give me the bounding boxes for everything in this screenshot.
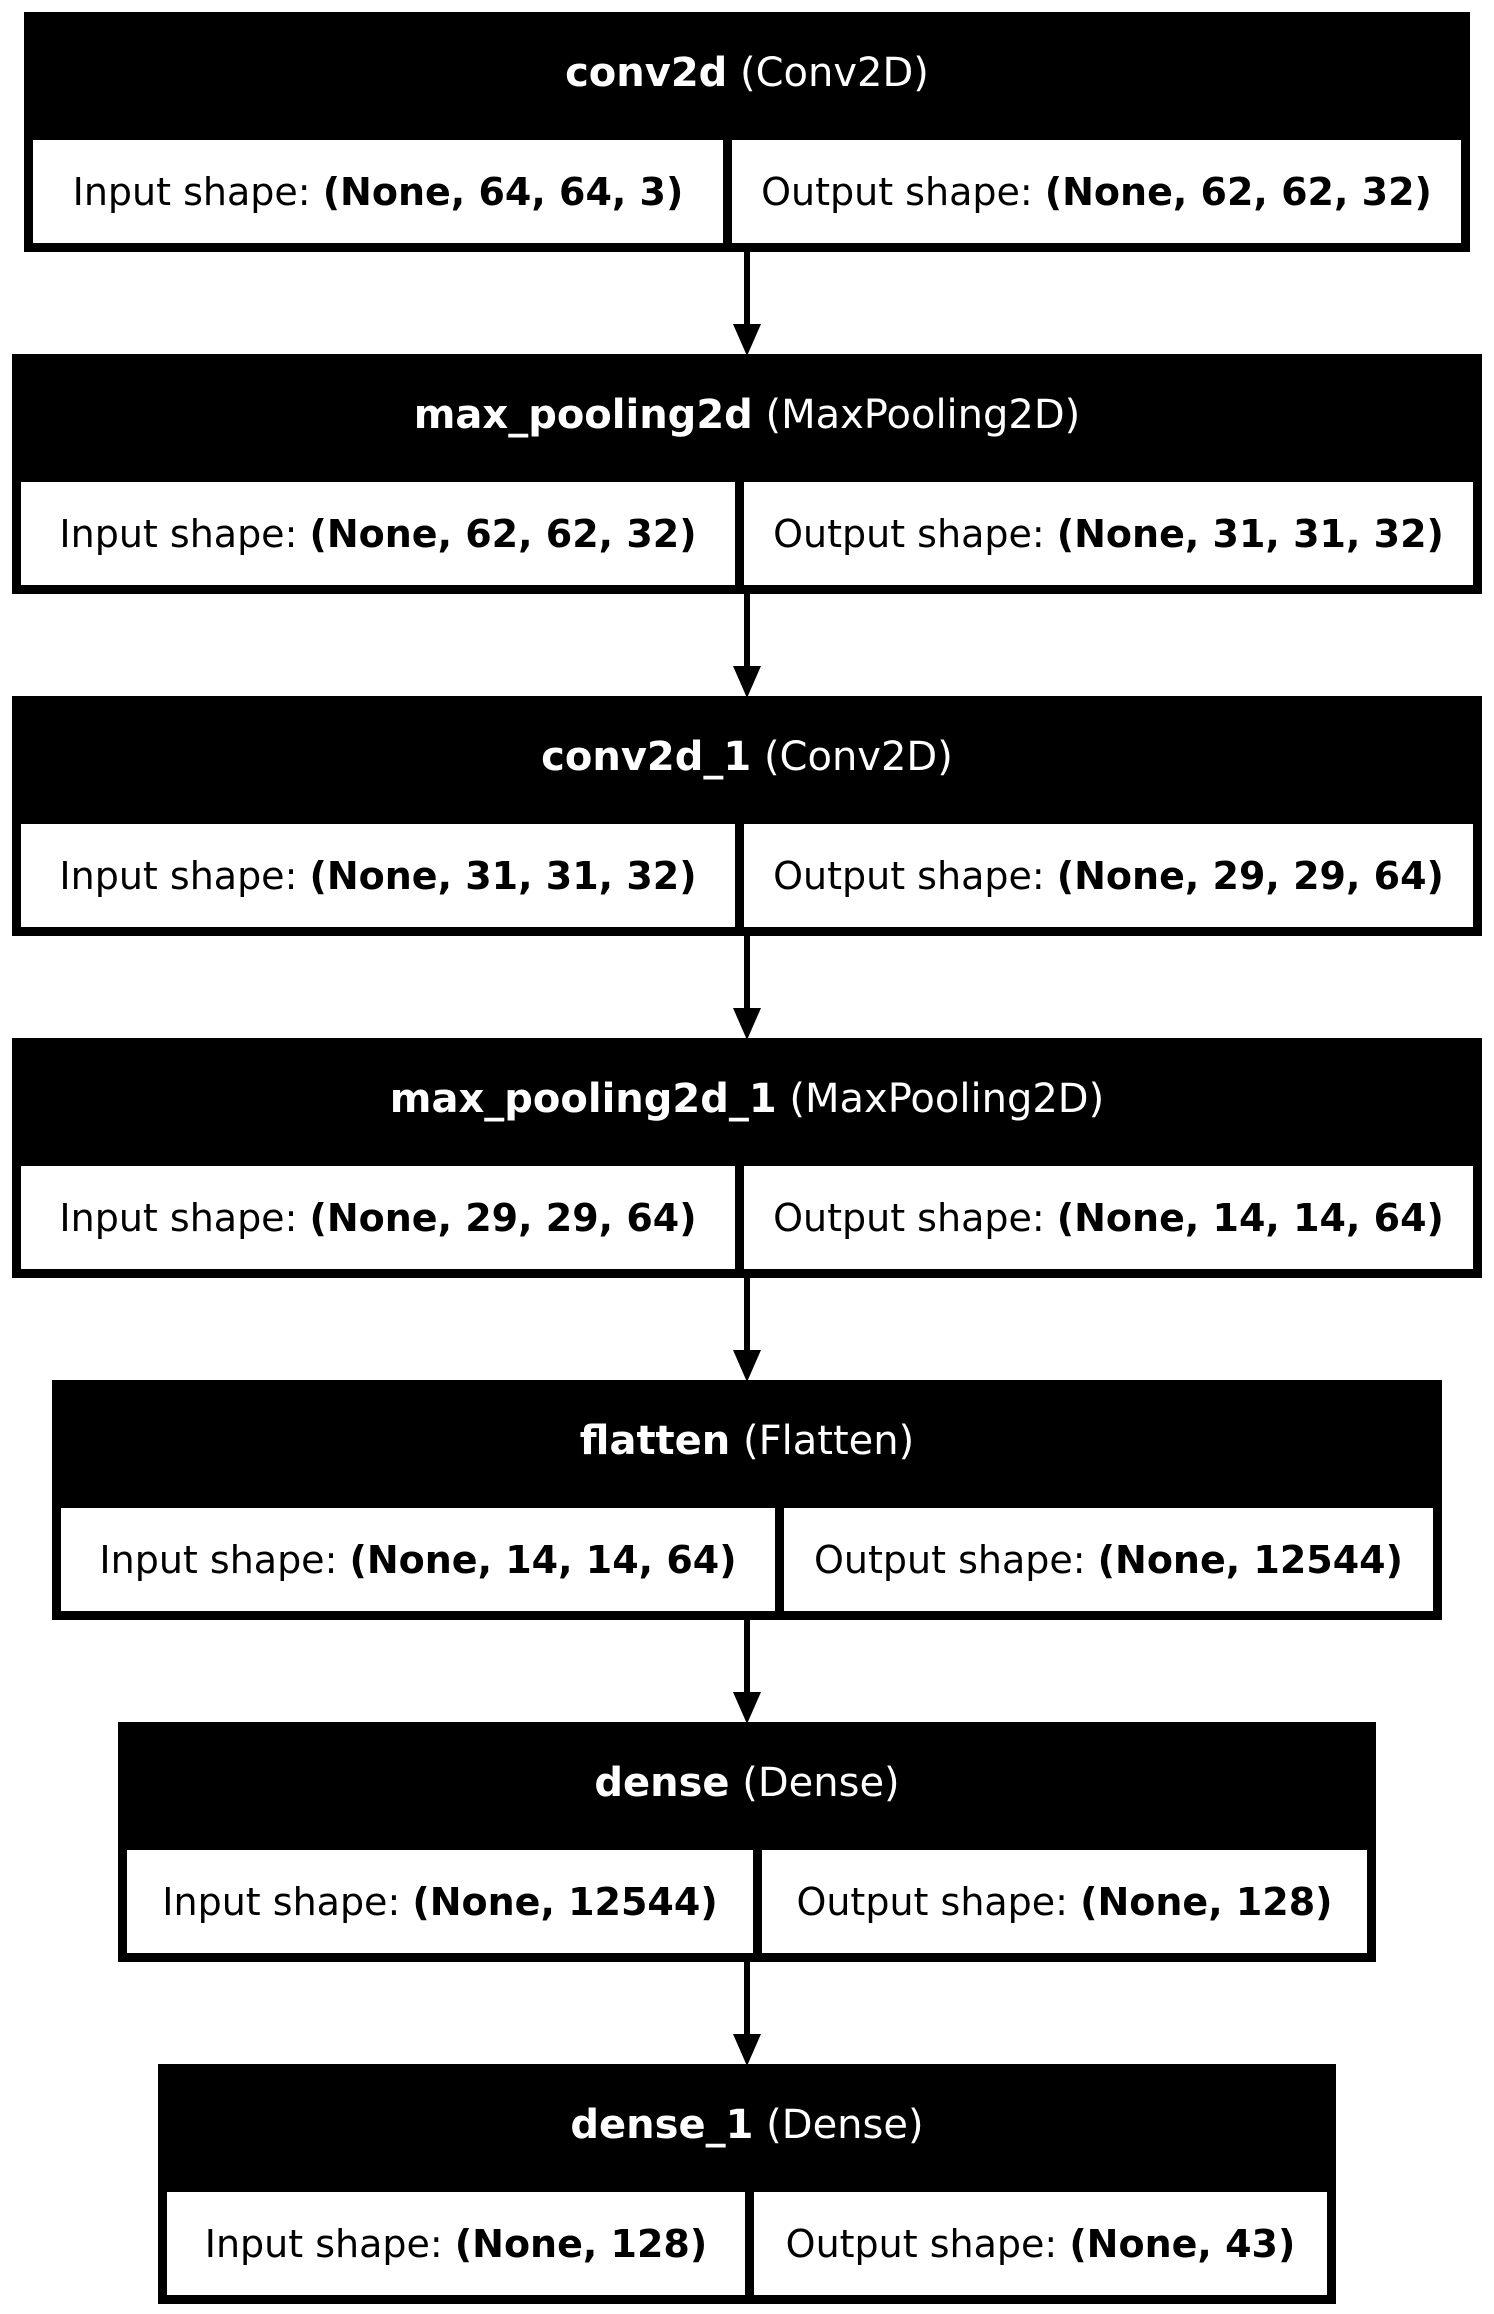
shape-row: Input shape: (None, 12544) Output shape:… <box>127 1850 1367 1953</box>
layer-title: conv2d_1 (Conv2D) <box>12 696 1482 818</box>
input-shape-label: Input shape: <box>59 511 298 556</box>
layer-max-pooling2d-1: max_pooling2d_1 (MaxPooling2D) Input sha… <box>12 1038 1482 1278</box>
layer-type: (Conv2D) <box>740 50 929 96</box>
layer-name: max_pooling2d <box>413 392 753 438</box>
input-shape-value: (None, 64, 64, 3) <box>322 169 684 214</box>
layer-type: (MaxPooling2D) <box>789 1076 1105 1122</box>
layer-name: conv2d <box>565 50 728 96</box>
layer-title: flatten (Flatten) <box>52 1380 1442 1502</box>
layer-type: (Flatten) <box>743 1418 915 1464</box>
output-shape-value: (None, 62, 62, 32) <box>1044 169 1432 214</box>
layer-title: dense (Dense) <box>118 1722 1376 1844</box>
layer-max-pooling2d: max_pooling2d (MaxPooling2D) Input shape… <box>12 354 1482 594</box>
input-shape-cell: Input shape: (None, 62, 62, 32) <box>21 482 735 585</box>
output-shape-label: Output shape: <box>796 1879 1068 1924</box>
shape-row: Input shape: (None, 14, 14, 64) Output s… <box>61 1508 1433 1611</box>
output-shape-value: (None, 31, 31, 32) <box>1056 511 1444 556</box>
input-shape-label: Input shape: <box>72 169 311 214</box>
layer-conv2d-1: conv2d_1 (Conv2D) Input shape: (None, 31… <box>12 696 1482 936</box>
layer-dense-1: dense_1 (Dense) Input shape: (None, 128)… <box>158 2064 1336 2304</box>
output-shape-label: Output shape: <box>814 1537 1086 1582</box>
layer-dense: dense (Dense) Input shape: (None, 12544)… <box>118 1722 1376 1962</box>
input-shape-label: Input shape: <box>162 1879 401 1924</box>
shape-row: Input shape: (None, 62, 62, 32) Output s… <box>21 482 1473 585</box>
layer-name: flatten <box>579 1418 731 1464</box>
shape-row: Input shape: (None, 29, 29, 64) Output s… <box>21 1166 1473 1269</box>
input-shape-cell: Input shape: (None, 31, 31, 32) <box>21 824 735 927</box>
output-shape-cell: Output shape: (None, 43) <box>754 2192 1327 2295</box>
output-shape-cell: Output shape: (None, 128) <box>762 1850 1367 1953</box>
output-shape-cell: Output shape: (None, 14, 14, 64) <box>744 1166 1473 1269</box>
output-shape-label: Output shape: <box>785 2221 1058 2266</box>
layer-type: (Dense) <box>742 1760 900 1806</box>
input-shape-value: (None, 128) <box>454 2221 708 2266</box>
layer-name: dense <box>594 1760 730 1806</box>
layer-name: dense_1 <box>570 2102 754 2148</box>
input-shape-label: Input shape: <box>59 1195 298 1240</box>
input-shape-cell: Input shape: (None, 12544) <box>127 1850 753 1953</box>
layer-title: max_pooling2d_1 (MaxPooling2D) <box>12 1038 1482 1160</box>
input-shape-cell: Input shape: (None, 128) <box>167 2192 745 2295</box>
input-shape-cell: Input shape: (None, 64, 64, 3) <box>33 140 723 243</box>
input-shape-value: (None, 31, 31, 32) <box>309 853 697 898</box>
input-shape-value: (None, 14, 14, 64) <box>349 1537 737 1582</box>
output-shape-value: (None, 14, 14, 64) <box>1056 1195 1444 1240</box>
input-shape-label: Input shape: <box>59 853 298 898</box>
input-shape-label: Input shape: <box>204 2221 443 2266</box>
input-shape-cell: Input shape: (None, 14, 14, 64) <box>61 1508 775 1611</box>
output-shape-label: Output shape: <box>773 511 1045 556</box>
input-shape-value: (None, 62, 62, 32) <box>309 511 697 556</box>
output-shape-label: Output shape: <box>773 1195 1045 1240</box>
layer-name: max_pooling2d_1 <box>389 1076 777 1122</box>
shape-row: Input shape: (None, 128) Output shape: (… <box>167 2192 1327 2295</box>
flow-arrow <box>733 1278 761 1382</box>
flow-arrow <box>733 252 761 356</box>
input-shape-label: Input shape: <box>99 1537 338 1582</box>
layer-conv2d: conv2d (Conv2D) Input shape: (None, 64, … <box>24 12 1470 252</box>
layer-type: (MaxPooling2D) <box>765 392 1081 438</box>
layer-title: max_pooling2d (MaxPooling2D) <box>12 354 1482 476</box>
output-shape-cell: Output shape: (None, 29, 29, 64) <box>744 824 1473 927</box>
output-shape-cell: Output shape: (None, 12544) <box>784 1508 1433 1611</box>
output-shape-value: (None, 43) <box>1069 2221 1296 2266</box>
layer-type: (Dense) <box>766 2102 924 2148</box>
layer-name: conv2d_1 <box>541 734 752 780</box>
output-shape-label: Output shape: <box>761 169 1033 214</box>
input-shape-value: (None, 12544) <box>412 1879 718 1924</box>
output-shape-value: (None, 12544) <box>1097 1537 1403 1582</box>
input-shape-cell: Input shape: (None, 29, 29, 64) <box>21 1166 735 1269</box>
shape-row: Input shape: (None, 31, 31, 32) Output s… <box>21 824 1473 927</box>
layer-flatten: flatten (Flatten) Input shape: (None, 14… <box>52 1380 1442 1620</box>
shape-row: Input shape: (None, 64, 64, 3) Output sh… <box>33 140 1461 243</box>
output-shape-cell: Output shape: (None, 62, 62, 32) <box>732 140 1461 243</box>
output-shape-cell: Output shape: (None, 31, 31, 32) <box>744 482 1473 585</box>
flow-arrow <box>733 594 761 698</box>
flow-arrow <box>733 1620 761 1724</box>
output-shape-value: (None, 128) <box>1080 1879 1333 1924</box>
output-shape-label: Output shape: <box>773 853 1045 898</box>
flow-arrow <box>733 936 761 1040</box>
layer-title: dense_1 (Dense) <box>158 2064 1336 2186</box>
output-shape-value: (None, 29, 29, 64) <box>1056 853 1444 898</box>
layer-title: conv2d (Conv2D) <box>24 12 1470 134</box>
layer-type: (Conv2D) <box>763 734 953 780</box>
flow-arrow <box>733 1962 761 2066</box>
input-shape-value: (None, 29, 29, 64) <box>309 1195 697 1240</box>
